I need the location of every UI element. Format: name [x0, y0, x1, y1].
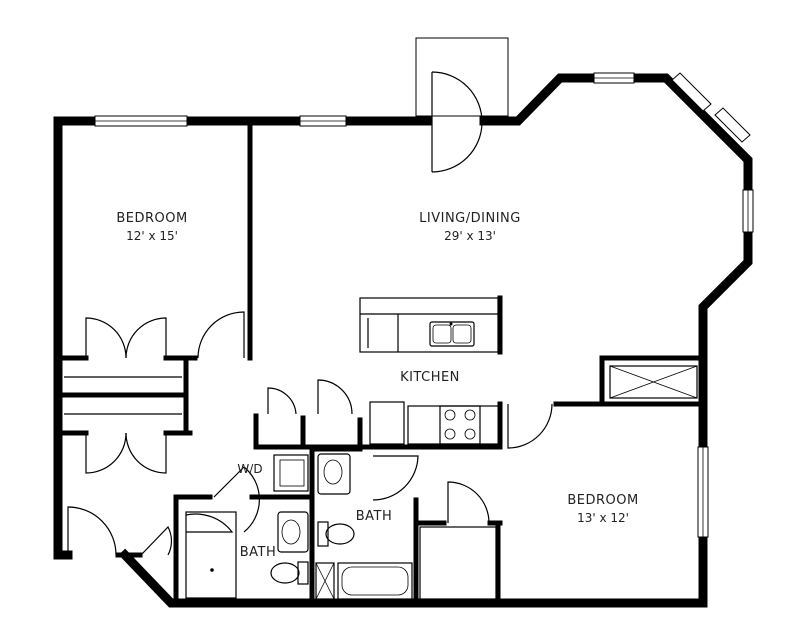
- bedroom-2-closet: [419, 526, 497, 600]
- mechanical-closet: [609, 365, 698, 399]
- patio: [415, 37, 509, 117]
- exterior-walls: [53, 73, 753, 608]
- bath-1-fixtures: [185, 511, 309, 599]
- bedroom-1-size: 12' x 15': [126, 229, 178, 243]
- cooktop: [439, 405, 481, 445]
- bath-2-fixtures: [315, 453, 413, 600]
- living-dining-name: LIVING/DINING: [419, 211, 521, 226]
- kitchen-counter: [369, 401, 501, 445]
- bedroom-1-name: BEDROOM: [116, 211, 187, 226]
- patio-door: [431, 71, 483, 173]
- sink: [429, 321, 475, 347]
- laundry-name: W/D: [237, 462, 262, 476]
- bath-1-name: BATH: [240, 545, 277, 560]
- living-dining-size: 29' x 13': [444, 229, 496, 243]
- closet-shelves: [64, 376, 182, 415]
- door-swings: [67, 311, 553, 556]
- bedroom-2-name: BEDROOM: [567, 493, 638, 508]
- bedroom-2-size: 13' x 12': [577, 511, 629, 525]
- interior-walls: [57, 120, 706, 607]
- kitchen-island: [359, 297, 499, 353]
- windows: [94, 72, 754, 538]
- room-labels: BEDROOM 12' x 15' LIVING/DINING 29' x 13…: [116, 211, 638, 560]
- bath-2-name: BATH: [356, 509, 393, 524]
- kitchen-name: KITCHEN: [400, 370, 460, 385]
- washer-dryer: [273, 454, 309, 492]
